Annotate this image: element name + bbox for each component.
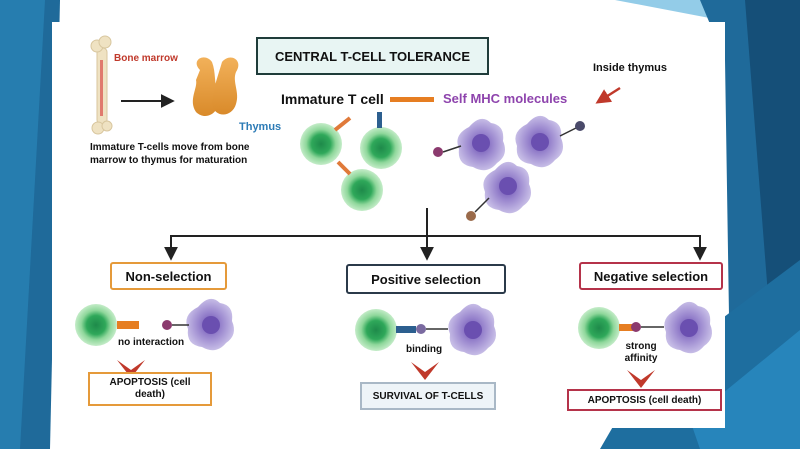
immature-t-cell-label: Immature T cell xyxy=(281,91,384,107)
content-card xyxy=(52,22,725,428)
positive-selection-heading: Positive selection xyxy=(346,264,506,294)
non-selection-interaction-label: no interaction xyxy=(118,337,185,348)
bone-icon xyxy=(90,35,113,135)
thymus-label: Thymus xyxy=(239,121,282,133)
negative-selection-interaction xyxy=(578,301,712,354)
bone-marrow-label: Bone marrow xyxy=(114,53,178,64)
t-cell-icon xyxy=(300,116,352,165)
legend-connector-orange xyxy=(390,97,434,102)
diagram-title: CENTRAL T-CELL TOLERANCE xyxy=(256,37,489,75)
negative-selection-interaction-label: strong affinity xyxy=(624,341,658,364)
branch-connectors xyxy=(164,208,707,261)
self-mhc-label: Self MHC molecules xyxy=(443,91,568,106)
migration-note: Immature T-cells move from bone marrow t… xyxy=(90,142,250,166)
down-chevron-icon xyxy=(627,370,655,388)
apc-cell-icon xyxy=(433,118,505,171)
non-selection-heading: Non-selection xyxy=(110,262,227,290)
down-chevron-icon xyxy=(411,362,439,380)
positive-selection-interaction-label: binding xyxy=(406,344,443,355)
negative-selection-heading: Negative selection xyxy=(579,262,723,290)
non-selection-interaction xyxy=(75,298,234,351)
negative-selection-outcome: APOPTOSIS (cell death) xyxy=(567,389,722,411)
non-selection-outcome: APOPTOSIS (cell death) xyxy=(88,372,212,406)
t-cell-icon xyxy=(360,112,402,169)
apc-cell-icon xyxy=(466,161,531,221)
apc-cell-icon xyxy=(515,115,585,168)
inside-thymus-arrow xyxy=(595,86,621,104)
positive-selection-interaction xyxy=(355,303,496,356)
thymus-icon xyxy=(192,57,239,117)
inside-thymus-label: Inside thymus xyxy=(593,62,667,74)
positive-selection-outcome: SURVIVAL OF T-CELLS xyxy=(360,382,496,410)
t-cell-icon xyxy=(336,160,383,211)
